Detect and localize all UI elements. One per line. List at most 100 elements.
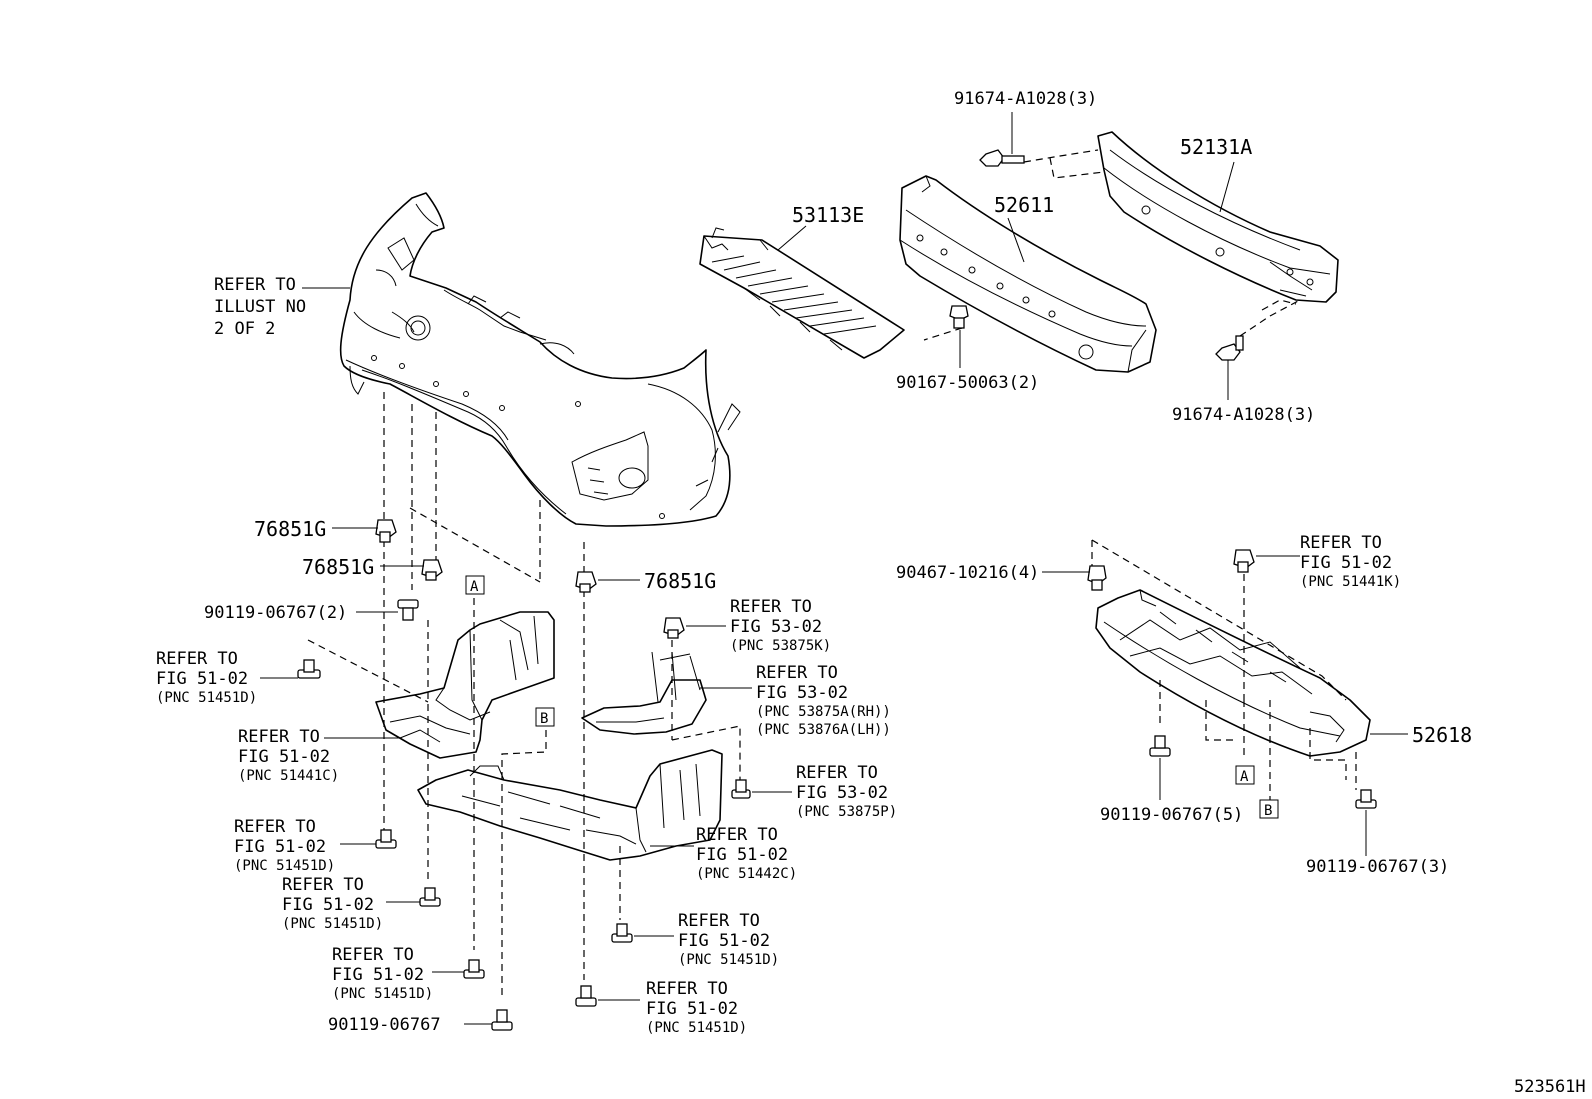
bolt-90119-5 [1149, 735, 1171, 757]
bolt-51451d-b [611, 923, 633, 943]
dash-l8 [307, 639, 429, 703]
refer-51451d-a-line1: REFER TO [156, 649, 238, 669]
refer-53875a-line3: (PNC 53875A(RH)) [756, 704, 891, 720]
leader-52131a [1219, 161, 1235, 213]
dash-b-left [501, 730, 547, 1000]
figure-id: 523561H [1514, 1077, 1586, 1097]
refer-51441c-line1: REFER TO [238, 727, 320, 747]
label-52131a: 52131A [1180, 135, 1252, 159]
marker-b-right: B [1264, 803, 1272, 819]
refer-51451d-d-line1: REFER TO [282, 875, 364, 895]
bolt-91674-top [979, 149, 1025, 167]
clip-76851g-b [421, 559, 443, 581]
clip-53875k [663, 617, 685, 639]
refer-illust-line2: ILLUST NO [214, 297, 306, 317]
refer-51451d-f-line2: FIG 51-02 [646, 999, 738, 1019]
refer-51442c-line2: FIG 51-02 [696, 845, 788, 865]
refer-51441k-line2: FIG 51-02 [1300, 553, 1392, 573]
radiator-support-cover-53113e [699, 227, 905, 359]
clip-76851g-c [575, 571, 597, 593]
label-90119-3: 90119-06767(3) [1306, 857, 1449, 877]
label-52611: 52611 [994, 193, 1054, 217]
bolt-51451d-c [375, 829, 397, 849]
dash-91674-top-b [1049, 157, 1105, 179]
marker-box-b-right [1259, 799, 1279, 819]
label-76851g-c: 76851G [644, 569, 716, 593]
refer-51451d-f-line1: REFER TO [646, 979, 728, 999]
clip-90167 [949, 305, 969, 329]
engine-under-cover-52618 [1095, 589, 1371, 757]
clip-76851g-a [375, 519, 397, 543]
refer-53875p-line1: REFER TO [796, 763, 878, 783]
refer-51451d-b-line2: FIG 51-02 [678, 931, 770, 951]
label-76851g-b: 76851G [302, 555, 374, 579]
refer-51451d-d-line2: FIG 51-02 [282, 895, 374, 915]
dash-52618-top [1091, 539, 1347, 701]
refer-51451d-c-line2: FIG 51-02 [234, 837, 326, 857]
label-52618: 52618 [1412, 723, 1472, 747]
under-cover-51442c [417, 749, 723, 861]
refer-51451d-f-line3: (PNC 51451D) [646, 1020, 747, 1036]
refer-51451d-a-line3: (PNC 51451D) [156, 690, 257, 706]
clip-51441k [1233, 549, 1255, 573]
refer-53875k-line3: (PNC 53875K) [730, 638, 831, 654]
refer-53875p-line2: FIG 53-02 [796, 783, 888, 803]
bolt-51451d-e [463, 959, 485, 979]
refer-51451d-e-line3: (PNC 51451D) [332, 986, 433, 1002]
refer-51451d-c-line3: (PNC 51451D) [234, 858, 335, 874]
marker-box-a-right [1235, 765, 1255, 785]
leader-52611 [1007, 217, 1025, 263]
refer-illust-line1: REFER TO [214, 275, 296, 295]
refer-51441c-line2: FIG 51-02 [238, 747, 330, 767]
refer-53875a-line4: (PNC 53876A(LH)) [756, 722, 891, 738]
refer-53875a-line2: FIG 53-02 [756, 683, 848, 703]
bumper-reinforcement-52131a [1097, 131, 1339, 303]
refer-51442c-line3: (PNC 51442C) [696, 866, 797, 882]
clip-90467 [1087, 565, 1107, 591]
refer-51451d-b-line3: (PNC 51451D) [678, 952, 779, 968]
label-90467: 90467-10216(4) [896, 563, 1039, 583]
label-90119-single: 90119-06767 [328, 1015, 441, 1035]
dash-91674-bot [1239, 299, 1301, 337]
label-76851g-a: 76851G [254, 517, 326, 541]
bolt-90119-2 [397, 599, 419, 621]
refer-51441k-line1: REFER TO [1300, 533, 1382, 553]
under-cover-51441c [375, 611, 555, 759]
label-90119-5: 90119-06767(5) [1100, 805, 1243, 825]
refer-51442c-line1: REFER TO [696, 825, 778, 845]
refer-51441c-line3: (PNC 51441C) [238, 768, 339, 784]
refer-51451d-c-line1: REFER TO [234, 817, 316, 837]
refer-51451d-d-line3: (PNC 51451D) [282, 916, 383, 932]
refer-51451d-b-line1: REFER TO [678, 911, 760, 931]
refer-51451d-e-line2: FIG 51-02 [332, 965, 424, 985]
refer-53875p-line3: (PNC 53875P) [796, 804, 897, 820]
refer-53875k-line1: REFER TO [730, 597, 812, 617]
bolt-90119-3 [1355, 789, 1377, 809]
bolt-90119-single [491, 1009, 513, 1031]
dash-91674-bot-b [1261, 299, 1297, 311]
refer-illust-line3: 2 OF 2 [214, 319, 275, 339]
dash-l5 [409, 507, 541, 583]
refer-53875a-line1: REFER TO [756, 663, 838, 683]
marker-box-a-left [465, 575, 485, 595]
bolt-51451d-d [419, 887, 441, 907]
bolt-51451d-f [575, 985, 597, 1007]
refer-51451d-a-line2: FIG 51-02 [156, 669, 248, 689]
marker-a-right: A [1240, 769, 1249, 785]
label-90119-2: 90119-06767(2) [204, 603, 347, 623]
label-91674-top: 91674-A1028(3) [954, 89, 1097, 109]
bumper-energy-absorber-52611 [899, 175, 1157, 373]
front-bumper-cover [339, 192, 741, 527]
label-90167: 90167-50063(2) [896, 373, 1039, 393]
refer-51451d-e-line1: REFER TO [332, 945, 414, 965]
bolt-91674-bottom [1215, 335, 1244, 361]
dash-91674-top [1023, 149, 1099, 163]
dash-52618-bottom [1159, 680, 1357, 800]
label-91674-bottom: 91674-A1028(3) [1172, 405, 1315, 425]
bolt-51451d-a [297, 659, 321, 679]
dash-90167 [923, 327, 963, 341]
dash-53875p [671, 725, 741, 780]
marker-a-left: A [470, 579, 479, 595]
leader-53113e [777, 225, 807, 251]
